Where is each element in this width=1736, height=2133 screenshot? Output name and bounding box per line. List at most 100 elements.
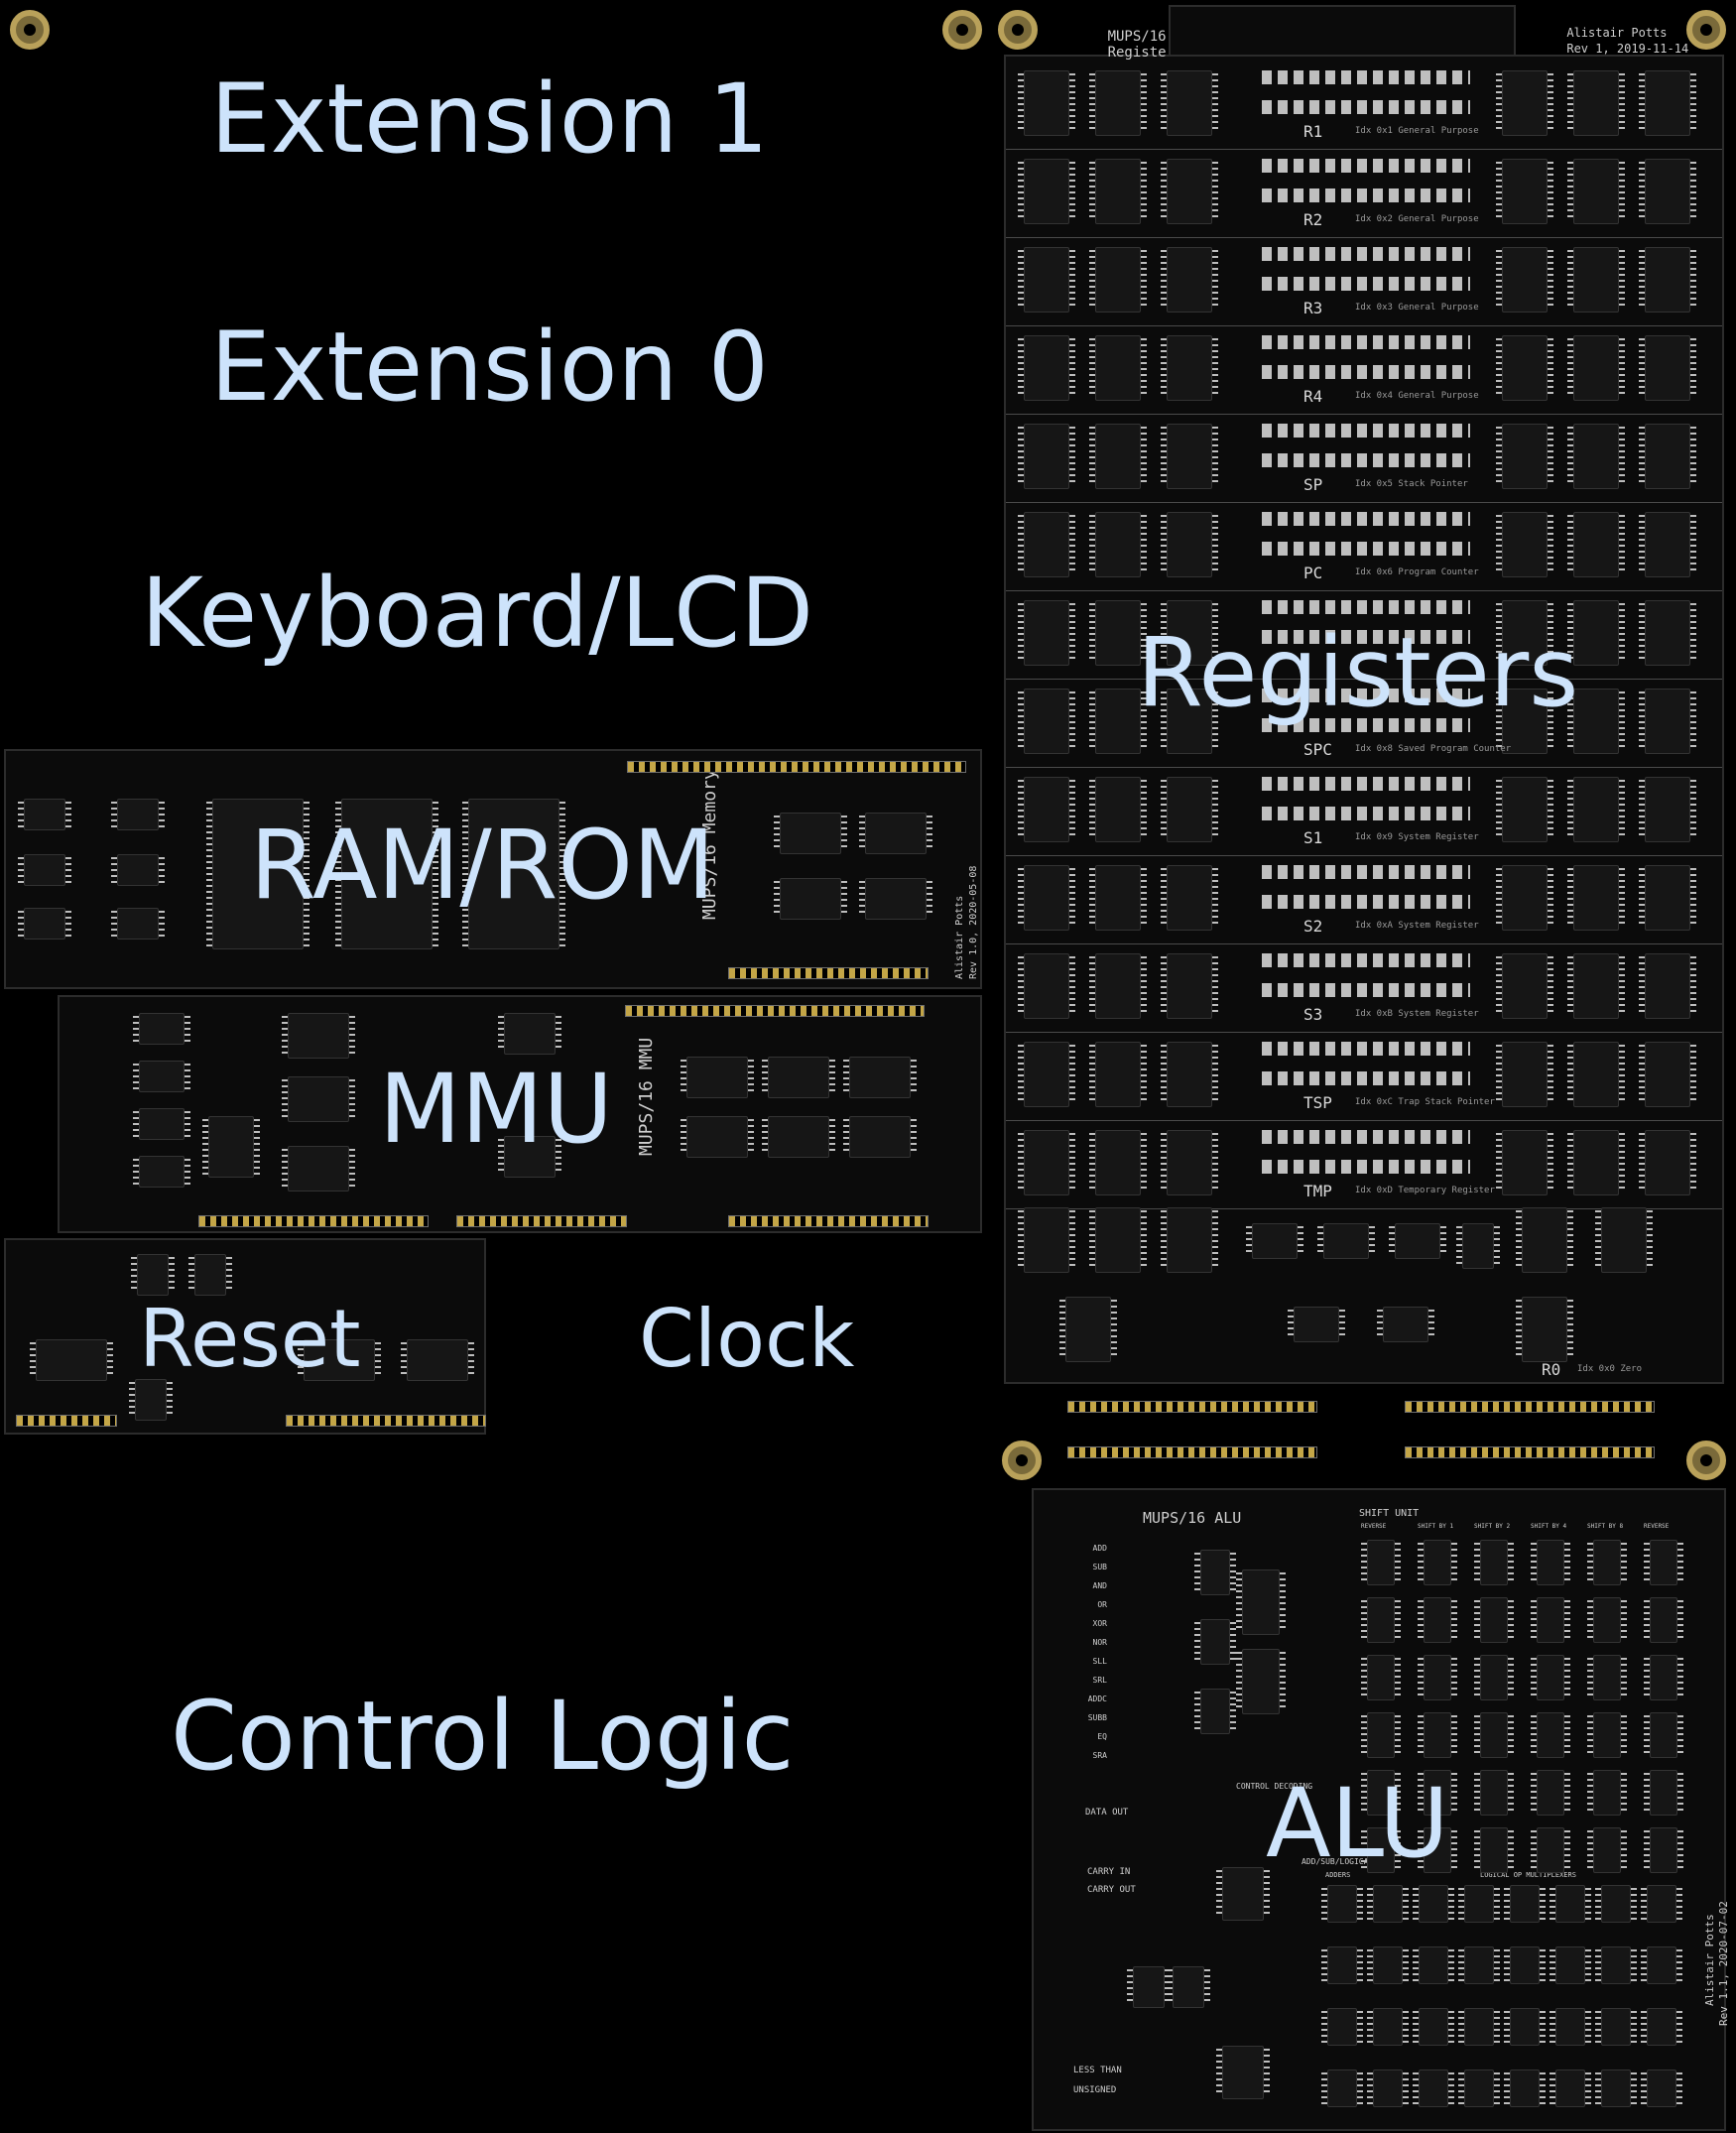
chip <box>774 878 847 920</box>
register-chip <box>1639 512 1696 577</box>
memory-board-author: Alistair Potts <box>954 895 965 979</box>
register-chip <box>1089 1130 1147 1195</box>
alu-adder-chip <box>1504 1885 1546 1923</box>
chip <box>762 1116 835 1158</box>
alu-adder-chip <box>1413 1946 1454 1984</box>
register-name: TSP <box>1303 1093 1332 1112</box>
register-subtitle: Idx 0x8 Saved Program Counter <box>1355 744 1512 754</box>
alu-shift-column-label: SHIFT BY 1 <box>1418 1523 1454 1530</box>
alu-op-label: NOR <box>1092 1638 1107 1647</box>
register-subtitle: Idx 0xD Temporary Register <box>1355 1186 1495 1195</box>
chip <box>18 854 71 886</box>
alu-control-chip <box>1167 1966 1210 2008</box>
alu-control-chip <box>1194 1689 1236 1734</box>
register-chip <box>1567 600 1625 666</box>
chip <box>133 1156 190 1188</box>
chip <box>111 854 165 886</box>
alu-adder-chip <box>1641 2008 1682 2046</box>
alu-carry-in-label: CARRY IN <box>1087 1867 1131 1877</box>
chip <box>18 908 71 940</box>
chip <box>30 1339 113 1381</box>
chip <box>202 1116 260 1178</box>
register-led-row <box>1262 600 1470 614</box>
chip <box>129 1379 173 1421</box>
register-chip <box>1639 1042 1696 1107</box>
register-row-divider <box>1006 1120 1722 1121</box>
register-subtitle: Idx 0x4 General Purpose <box>1355 391 1479 401</box>
register-chip <box>1496 247 1553 313</box>
alu-op-label: SUB <box>1092 1563 1107 1571</box>
chip <box>681 1057 754 1098</box>
chip <box>111 908 165 940</box>
register-chip <box>1567 1042 1625 1107</box>
alu-shift-column-label: SHIFT BY 2 <box>1474 1523 1511 1530</box>
register-chip <box>1516 1297 1573 1362</box>
chip <box>498 1013 561 1055</box>
register-row-divider <box>1006 943 1722 944</box>
register-chip <box>1161 600 1218 666</box>
alu-adder-chip <box>1550 2008 1591 2046</box>
register-chip <box>1089 1207 1147 1273</box>
register-chip <box>1595 1207 1653 1273</box>
label-mmu: MMU <box>379 1054 613 1165</box>
register-led-row <box>1262 895 1470 909</box>
register-chip <box>1639 70 1696 136</box>
register-chip <box>1018 159 1075 224</box>
chip <box>188 1254 232 1296</box>
bus-header <box>1405 1401 1655 1413</box>
register-chip <box>1567 1130 1625 1195</box>
register-subtitle: Idx 0xA System Register <box>1355 921 1479 931</box>
alu-control-chip <box>1216 2046 1270 2099</box>
alu-op-label: AND <box>1092 1581 1107 1590</box>
alu-unsigned-label: UNSIGNED <box>1073 2085 1117 2095</box>
register-chip <box>1089 1042 1147 1107</box>
register-chip <box>1288 1307 1345 1342</box>
alu-shift-chip <box>1418 1770 1457 1816</box>
register-led-row <box>1262 1042 1470 1056</box>
register-chip <box>1089 865 1147 931</box>
alu-shift-chip <box>1531 1655 1570 1700</box>
register-chip <box>1089 600 1147 666</box>
register-chip <box>1317 1223 1375 1259</box>
register-r0-name: R0 <box>1542 1360 1561 1379</box>
register-row-divider <box>1006 679 1722 680</box>
alu-adder-chip <box>1458 1885 1500 1923</box>
register-chip <box>1161 424 1218 489</box>
label-ram-rom: RAM/ROM <box>250 810 715 921</box>
alu-shift-chip <box>1418 1712 1457 1758</box>
alu-shift-chip <box>1361 1597 1401 1643</box>
register-name: R4 <box>1303 387 1323 406</box>
register-name: SPC <box>1303 740 1332 759</box>
register-chip <box>1567 70 1625 136</box>
register-chip <box>1018 424 1075 489</box>
alu-adders-label: ADDERS <box>1325 1871 1351 1879</box>
alu-shift-chip <box>1587 1597 1627 1643</box>
alu-shift-unit-label: SHIFT UNIT <box>1359 1508 1420 1519</box>
register-name: R2 <box>1303 210 1323 229</box>
register-name: S1 <box>1303 828 1323 847</box>
register-row-divider <box>1006 502 1722 503</box>
register-chip <box>1639 335 1696 401</box>
register-chip <box>1639 600 1696 666</box>
register-chip <box>1089 512 1147 577</box>
register-chip <box>1089 424 1147 489</box>
alu-adder-chip <box>1413 1885 1454 1923</box>
register-chip <box>1161 1042 1218 1107</box>
label-keyboard-lcd: Keyboard/LCD <box>141 558 814 669</box>
alu-adder-chip <box>1504 2008 1546 2046</box>
chip <box>762 1057 835 1098</box>
register-subtitle: Idx 0x9 System Register <box>1355 832 1479 842</box>
alu-op-label: XOR <box>1092 1619 1107 1628</box>
alu-control-chip <box>1194 1550 1236 1595</box>
register-row-divider <box>1006 414 1722 415</box>
register-board-author: Alistair Potts <box>1524 13 1667 54</box>
chip <box>133 1013 190 1045</box>
register-board-rev: Rev 1, 2019-11-14 <box>1524 29 1688 69</box>
register-led-row <box>1262 983 1470 997</box>
register-led-row <box>1262 453 1470 467</box>
register-led-row <box>1262 335 1470 349</box>
alu-adder-chip <box>1367 1885 1409 1923</box>
register-chip <box>1639 159 1696 224</box>
ram-chip <box>335 799 438 949</box>
alu-shift-chip <box>1418 1597 1457 1643</box>
